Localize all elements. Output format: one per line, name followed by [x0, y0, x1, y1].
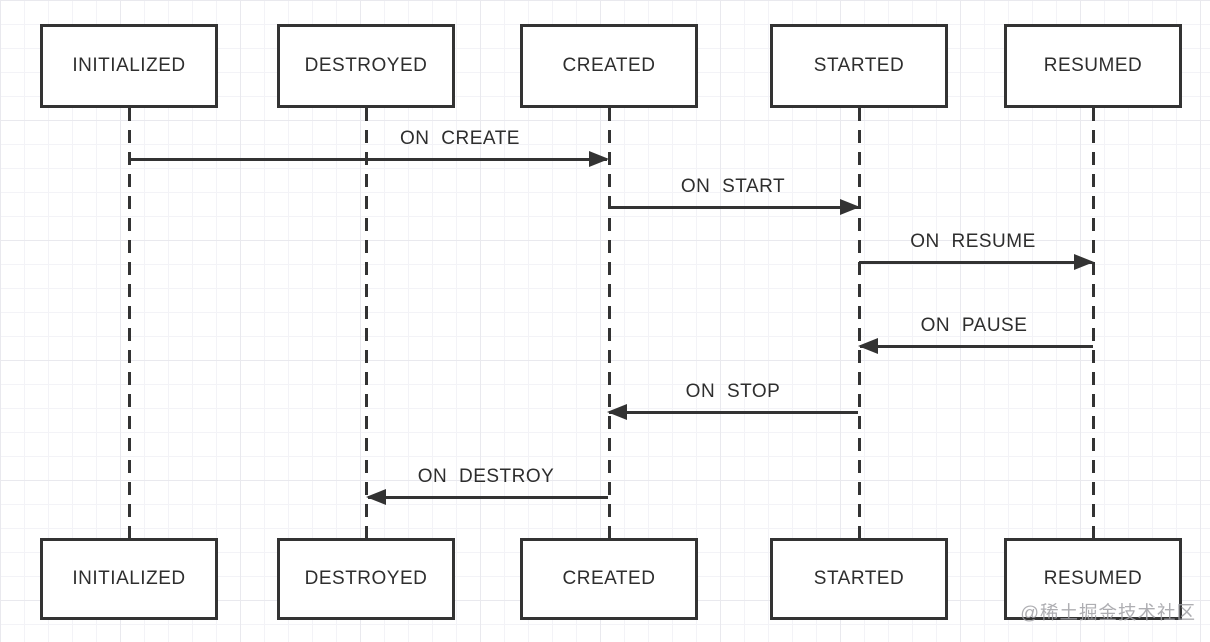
message-label-on-destroy: ON DESTROY: [417, 466, 555, 487]
arrowhead-left-icon: [366, 489, 386, 505]
arrowhead-left-icon: [607, 404, 627, 420]
arrowhead-left-icon: [858, 338, 878, 354]
arrowhead-right-icon: [840, 199, 860, 215]
lifeline-initialized: [127, 108, 131, 538]
message-arrow-on-destroy: ON DESTROY: [366, 466, 608, 505]
state-box-destroyed-bottom: DESTROYED: [277, 538, 455, 620]
lifeline-destroyed: [364, 108, 368, 538]
arrowhead-right-icon: [1074, 254, 1094, 270]
message-arrow-on-create: ON CREATE: [129, 128, 609, 167]
message-arrow-on-start: ON START: [609, 176, 860, 215]
message-label-on-pause: ON PAUSE: [920, 315, 1028, 336]
message-arrow-on-resume: ON RESUME: [859, 231, 1094, 270]
message-label-on-create: ON CREATE: [400, 128, 520, 149]
message-label-on-start: ON START: [680, 176, 786, 197]
state-box-started-top: STARTED: [770, 24, 948, 108]
message-arrow-on-pause: ON PAUSE: [858, 315, 1093, 354]
state-box-destroyed-top: DESTROYED: [277, 24, 455, 108]
state-box-started-bottom: STARTED: [770, 538, 948, 620]
state-box-initialized-bottom: INITIALIZED: [40, 538, 218, 620]
message-label-on-stop: ON STOP: [685, 381, 781, 402]
state-box-resumed-top: RESUMED: [1004, 24, 1182, 108]
arrowhead-right-icon: [589, 151, 609, 167]
lifeline-started: [857, 108, 861, 538]
watermark-text: @稀土掘金技术社区: [1020, 602, 1196, 623]
message-label-on-resume: ON RESUME: [910, 231, 1036, 252]
state-box-resumed-bottom: RESUMED: [1004, 538, 1182, 620]
message-arrow-on-stop: ON STOP: [607, 381, 858, 420]
state-box-initialized-top: INITIALIZED: [40, 24, 218, 108]
state-box-created-top: CREATED: [520, 24, 698, 108]
lifeline-created: [607, 108, 611, 538]
state-box-created-bottom: CREATED: [520, 538, 698, 620]
lifeline-resumed: [1091, 108, 1095, 538]
